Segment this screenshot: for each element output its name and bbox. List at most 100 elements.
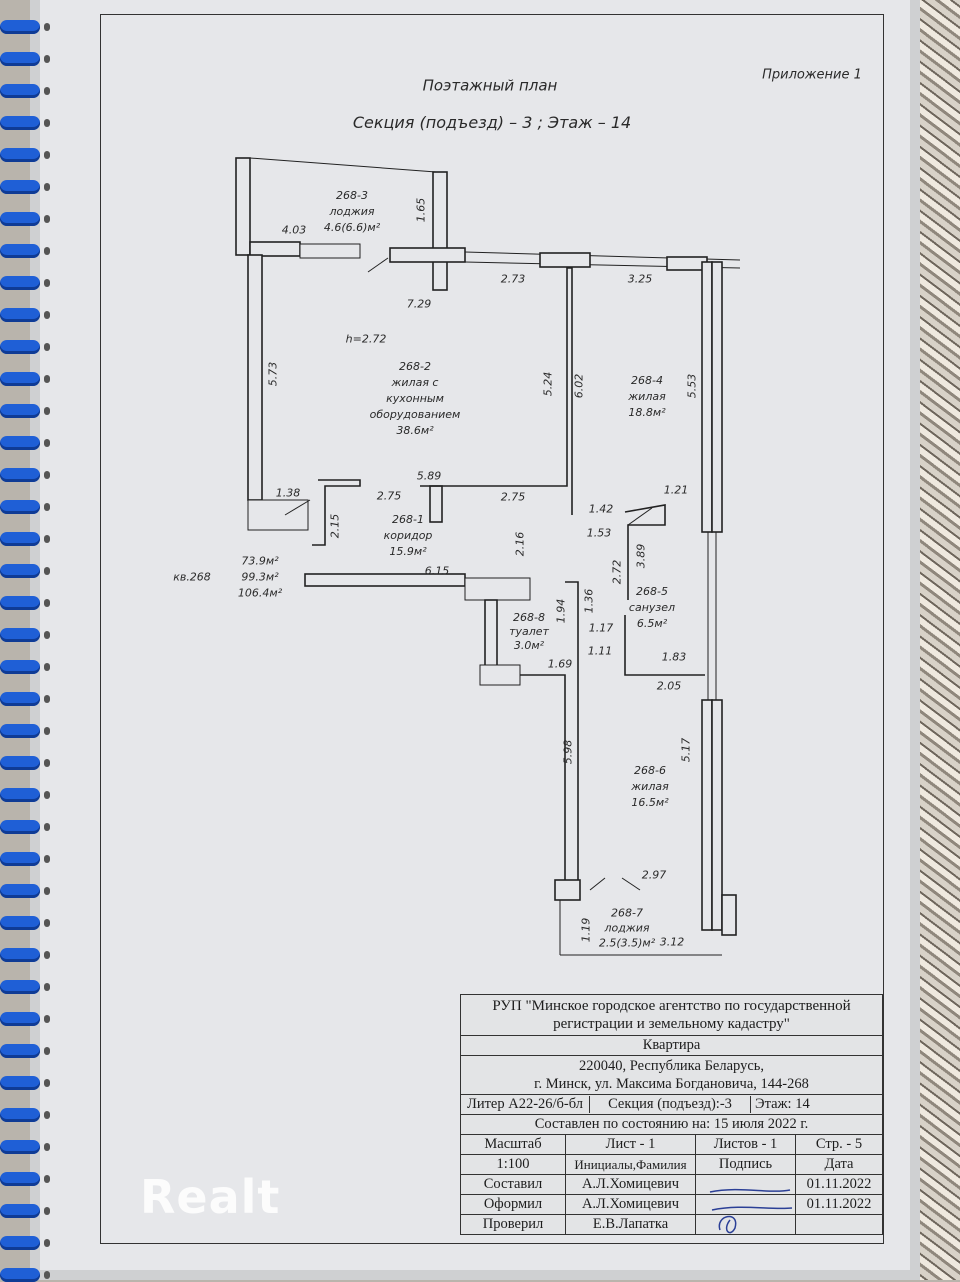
person-name: А.Л.Хомицевич <box>565 1194 696 1215</box>
dimension: 2.05 <box>656 679 682 693</box>
area-living: 73.9м² <box>241 554 279 568</box>
dimension: 1.19 <box>579 917 593 943</box>
dimension: 5.89 <box>416 469 442 483</box>
date: 01.11.2022 <box>795 1194 883 1215</box>
drawing-frame <box>100 14 884 1244</box>
punch-hole <box>44 119 50 127</box>
punch-hole <box>44 55 50 63</box>
role: Проверил <box>460 1214 566 1235</box>
role: Составил <box>460 1174 566 1195</box>
punch-hole <box>44 1239 50 1247</box>
binding-ring <box>0 532 40 546</box>
dimension: 5.98 <box>561 739 575 765</box>
binding-ring <box>0 916 40 930</box>
binding-ring <box>0 308 40 322</box>
punch-hole <box>44 1143 50 1151</box>
dimension: 2.75 <box>376 489 402 503</box>
binding-ring <box>0 436 40 450</box>
dimension: 5.17 <box>679 737 693 763</box>
binding-ring <box>0 212 40 226</box>
punch-hole <box>44 343 50 351</box>
punch-hole <box>44 151 50 159</box>
binding-ring <box>0 180 40 194</box>
binding-ring <box>0 660 40 674</box>
punch-hole <box>44 695 50 703</box>
punch-hole <box>44 503 50 511</box>
binding-ring <box>0 628 40 642</box>
dimension: 1.83 <box>661 650 687 664</box>
punch-hole <box>44 439 50 447</box>
binding-ring <box>0 884 40 898</box>
binding-ring <box>0 404 40 418</box>
dimension: 4.03 <box>281 223 307 237</box>
sheet: Лист - 1 <box>565 1134 696 1155</box>
punch-hole <box>44 855 50 863</box>
title-block-table: РУП "Минское городское агентство по госу… <box>460 994 883 1235</box>
dimension: 1.42 <box>588 502 614 516</box>
address: 220040, Республика Беларусь,г. Минск, ул… <box>460 1055 883 1095</box>
initials-label: Инициалы,Фамилия <box>565 1154 696 1175</box>
date: 01.11.2022 <box>795 1174 883 1195</box>
binding-ring <box>0 724 40 738</box>
dimension: 1.17 <box>588 621 614 635</box>
dimension: 2.97 <box>641 868 667 882</box>
dimension: 6.02 <box>572 373 586 399</box>
binding-ring <box>0 692 40 706</box>
binding-ring <box>0 788 40 802</box>
apartment-number: кв.268 <box>173 570 211 584</box>
object-type: Квартира <box>460 1035 883 1056</box>
punch-hole <box>44 1207 50 1215</box>
compiled-date: Составлен по состоянию на: 15 июля 2022 … <box>460 1114 883 1135</box>
dimension: 5.24 <box>541 371 555 397</box>
punch-hole <box>44 823 50 831</box>
punch-hole <box>44 279 50 287</box>
ceiling-height: h=2.72 <box>345 332 387 346</box>
binding-ring <box>0 596 40 610</box>
date <box>795 1214 883 1235</box>
punch-hole <box>44 663 50 671</box>
role: Оформил <box>460 1194 566 1215</box>
binding-ring <box>0 1236 40 1250</box>
punch-hole <box>44 311 50 319</box>
punch-hole <box>44 87 50 95</box>
dimension: 1.53 <box>586 526 612 540</box>
punch-hole <box>44 1015 50 1023</box>
punch-hole <box>44 471 50 479</box>
punch-hole <box>44 727 50 735</box>
dimension: 2.16 <box>513 531 527 557</box>
binding-ring <box>0 820 40 834</box>
binding-ring <box>0 948 40 962</box>
dimension: 1.38 <box>275 486 301 500</box>
binding-ring <box>0 756 40 770</box>
dimension: 1.94 <box>554 598 568 624</box>
dimension: 3.25 <box>627 272 653 286</box>
person-name: А.Л.Хомицевич <box>565 1174 696 1195</box>
scale: 1:100 <box>460 1154 566 1175</box>
binding-ring <box>0 116 40 130</box>
person-name: Е.В.Лапатка <box>565 1214 696 1235</box>
punch-hole <box>44 599 50 607</box>
dimension: 2.15 <box>328 513 342 539</box>
dimension: 1.11 <box>587 644 613 658</box>
punch-hole <box>44 567 50 575</box>
area-total-with-loggias: 106.4м² <box>237 586 283 600</box>
floor: Этаж: 14 <box>755 1096 810 1112</box>
binding-ring <box>0 372 40 386</box>
punch-hole <box>44 1047 50 1055</box>
dimension: 1.69 <box>547 657 573 671</box>
sheets: Листов - 1 <box>695 1134 796 1155</box>
punch-hole <box>44 1271 50 1279</box>
binding-ring <box>0 980 40 994</box>
dimension: 1.21 <box>663 483 689 497</box>
binding-ring <box>0 340 40 354</box>
dimension: 7.29 <box>406 297 432 311</box>
punch-hole <box>44 983 50 991</box>
binding-ring <box>0 564 40 578</box>
